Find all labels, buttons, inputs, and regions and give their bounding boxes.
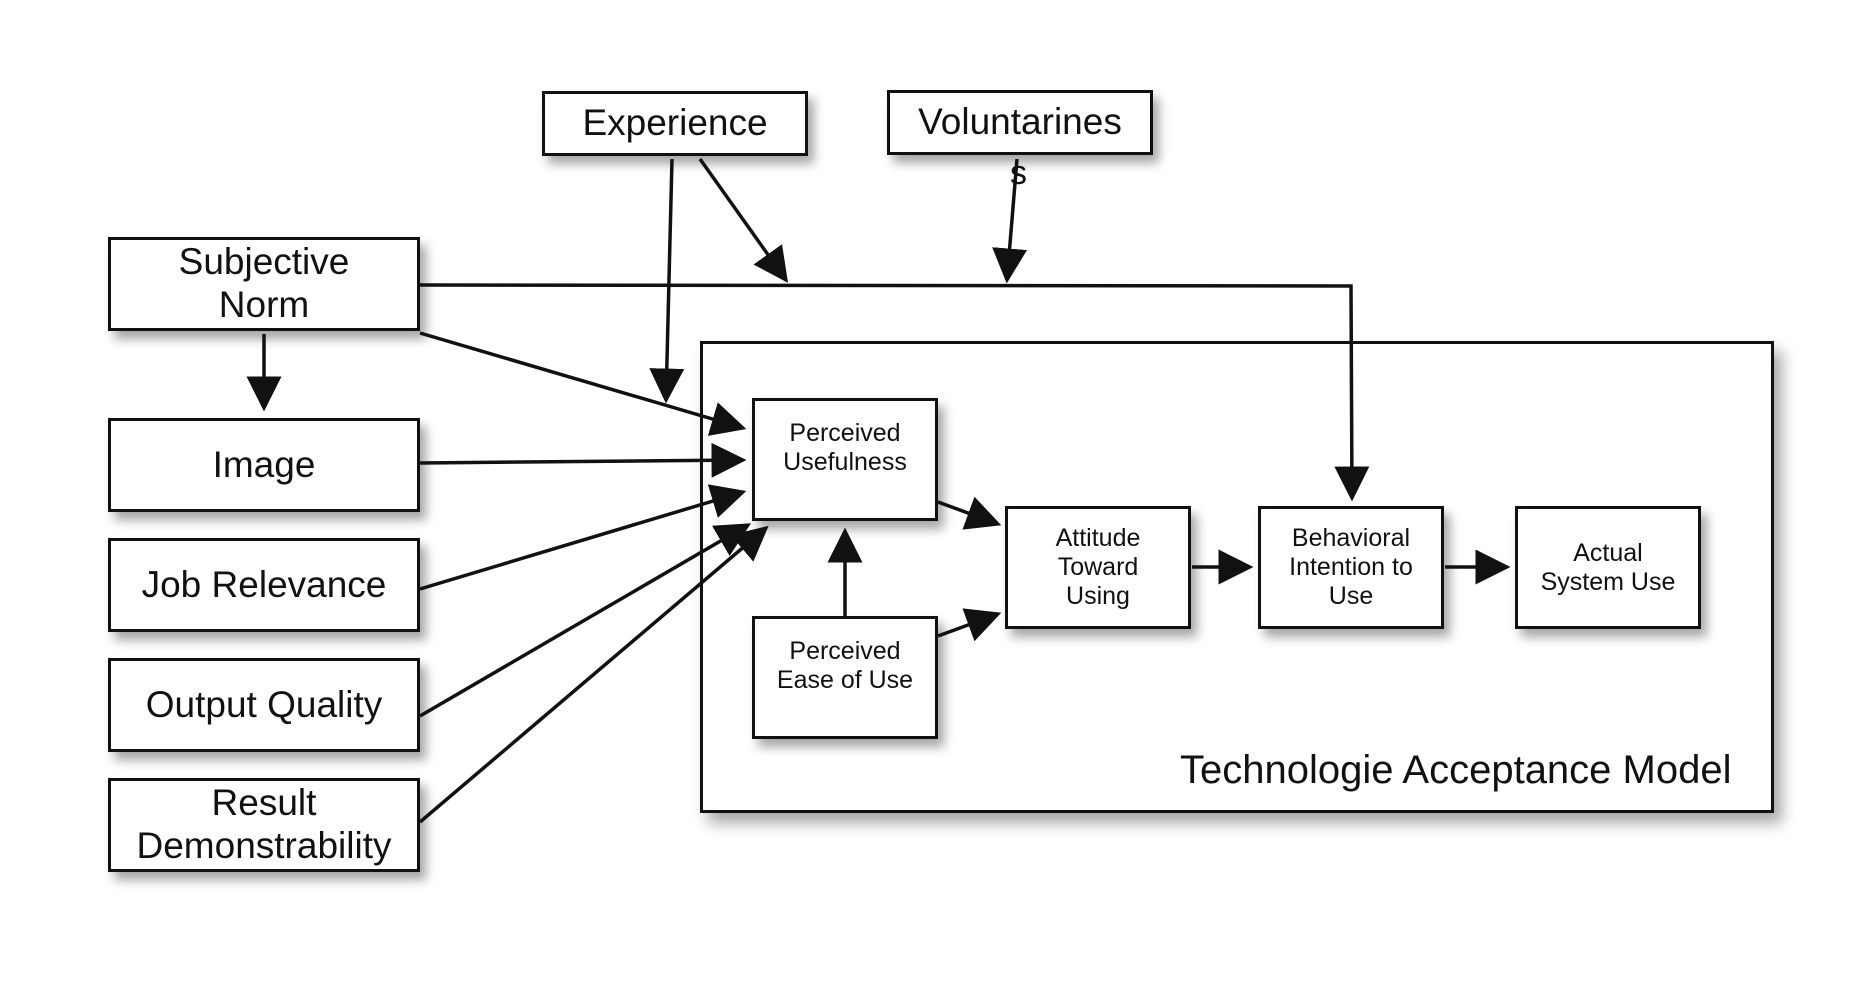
arrow-experience-to-pu <box>649 158 685 404</box>
perceived-ease-of-use-box: Perceived Ease of Use <box>752 616 938 739</box>
arrow-job-relevance-to-pu <box>419 484 747 591</box>
result-demonstrability-box: Result Demonstrability <box>108 778 420 872</box>
attitude-toward-using-box: Attitude Toward Using <box>1005 506 1191 629</box>
behavioral-intention-label: Behavioral Intention to Use <box>1289 524 1413 610</box>
subjective-norm-label: Subjective Norm <box>178 241 350 325</box>
perceived-usefulness-label: Perceived Usefulness <box>783 419 907 476</box>
output-quality-box: Output Quality <box>108 658 420 752</box>
experience-box: Experience <box>542 91 808 156</box>
arrow-image-to-pu <box>419 442 747 478</box>
actual-system-use-box: Actual System Use <box>1515 506 1701 629</box>
voluntariness-label: Voluntarines <box>918 101 1122 143</box>
image-label: Image <box>212 443 316 485</box>
tam-title: Technologie Acceptance Model <box>1180 748 1732 792</box>
arrow-subjective-norm-to-pu <box>419 331 747 436</box>
perceived-ease-of-use-label: Perceived Ease of Use <box>776 637 914 694</box>
voluntariness-overflow-text: s <box>1010 154 1027 192</box>
arrow-output-quality-to-pu <box>419 523 752 718</box>
result-demonstrability-label: Result Demonstrability <box>136 782 392 866</box>
actual-system-use-label: Actual System Use <box>1540 538 1676 596</box>
image-box: Image <box>108 418 420 512</box>
job-relevance-label: Job Relevance <box>141 563 387 605</box>
behavioral-intention-box: Behavioral Intention to Use <box>1258 506 1444 629</box>
arrow-experience-to-moderation <box>698 157 789 283</box>
output-quality-label: Output Quality <box>145 683 383 725</box>
experience-label: Experience <box>582 102 768 144</box>
voluntariness-box: Voluntarines <box>887 90 1153 155</box>
subjective-norm-box: Subjective Norm <box>108 237 420 331</box>
job-relevance-box: Job Relevance <box>108 538 420 632</box>
attitude-toward-using-label: Attitude Toward Using <box>1055 524 1141 610</box>
perceived-usefulness-box: Perceived Usefulness <box>752 398 938 521</box>
